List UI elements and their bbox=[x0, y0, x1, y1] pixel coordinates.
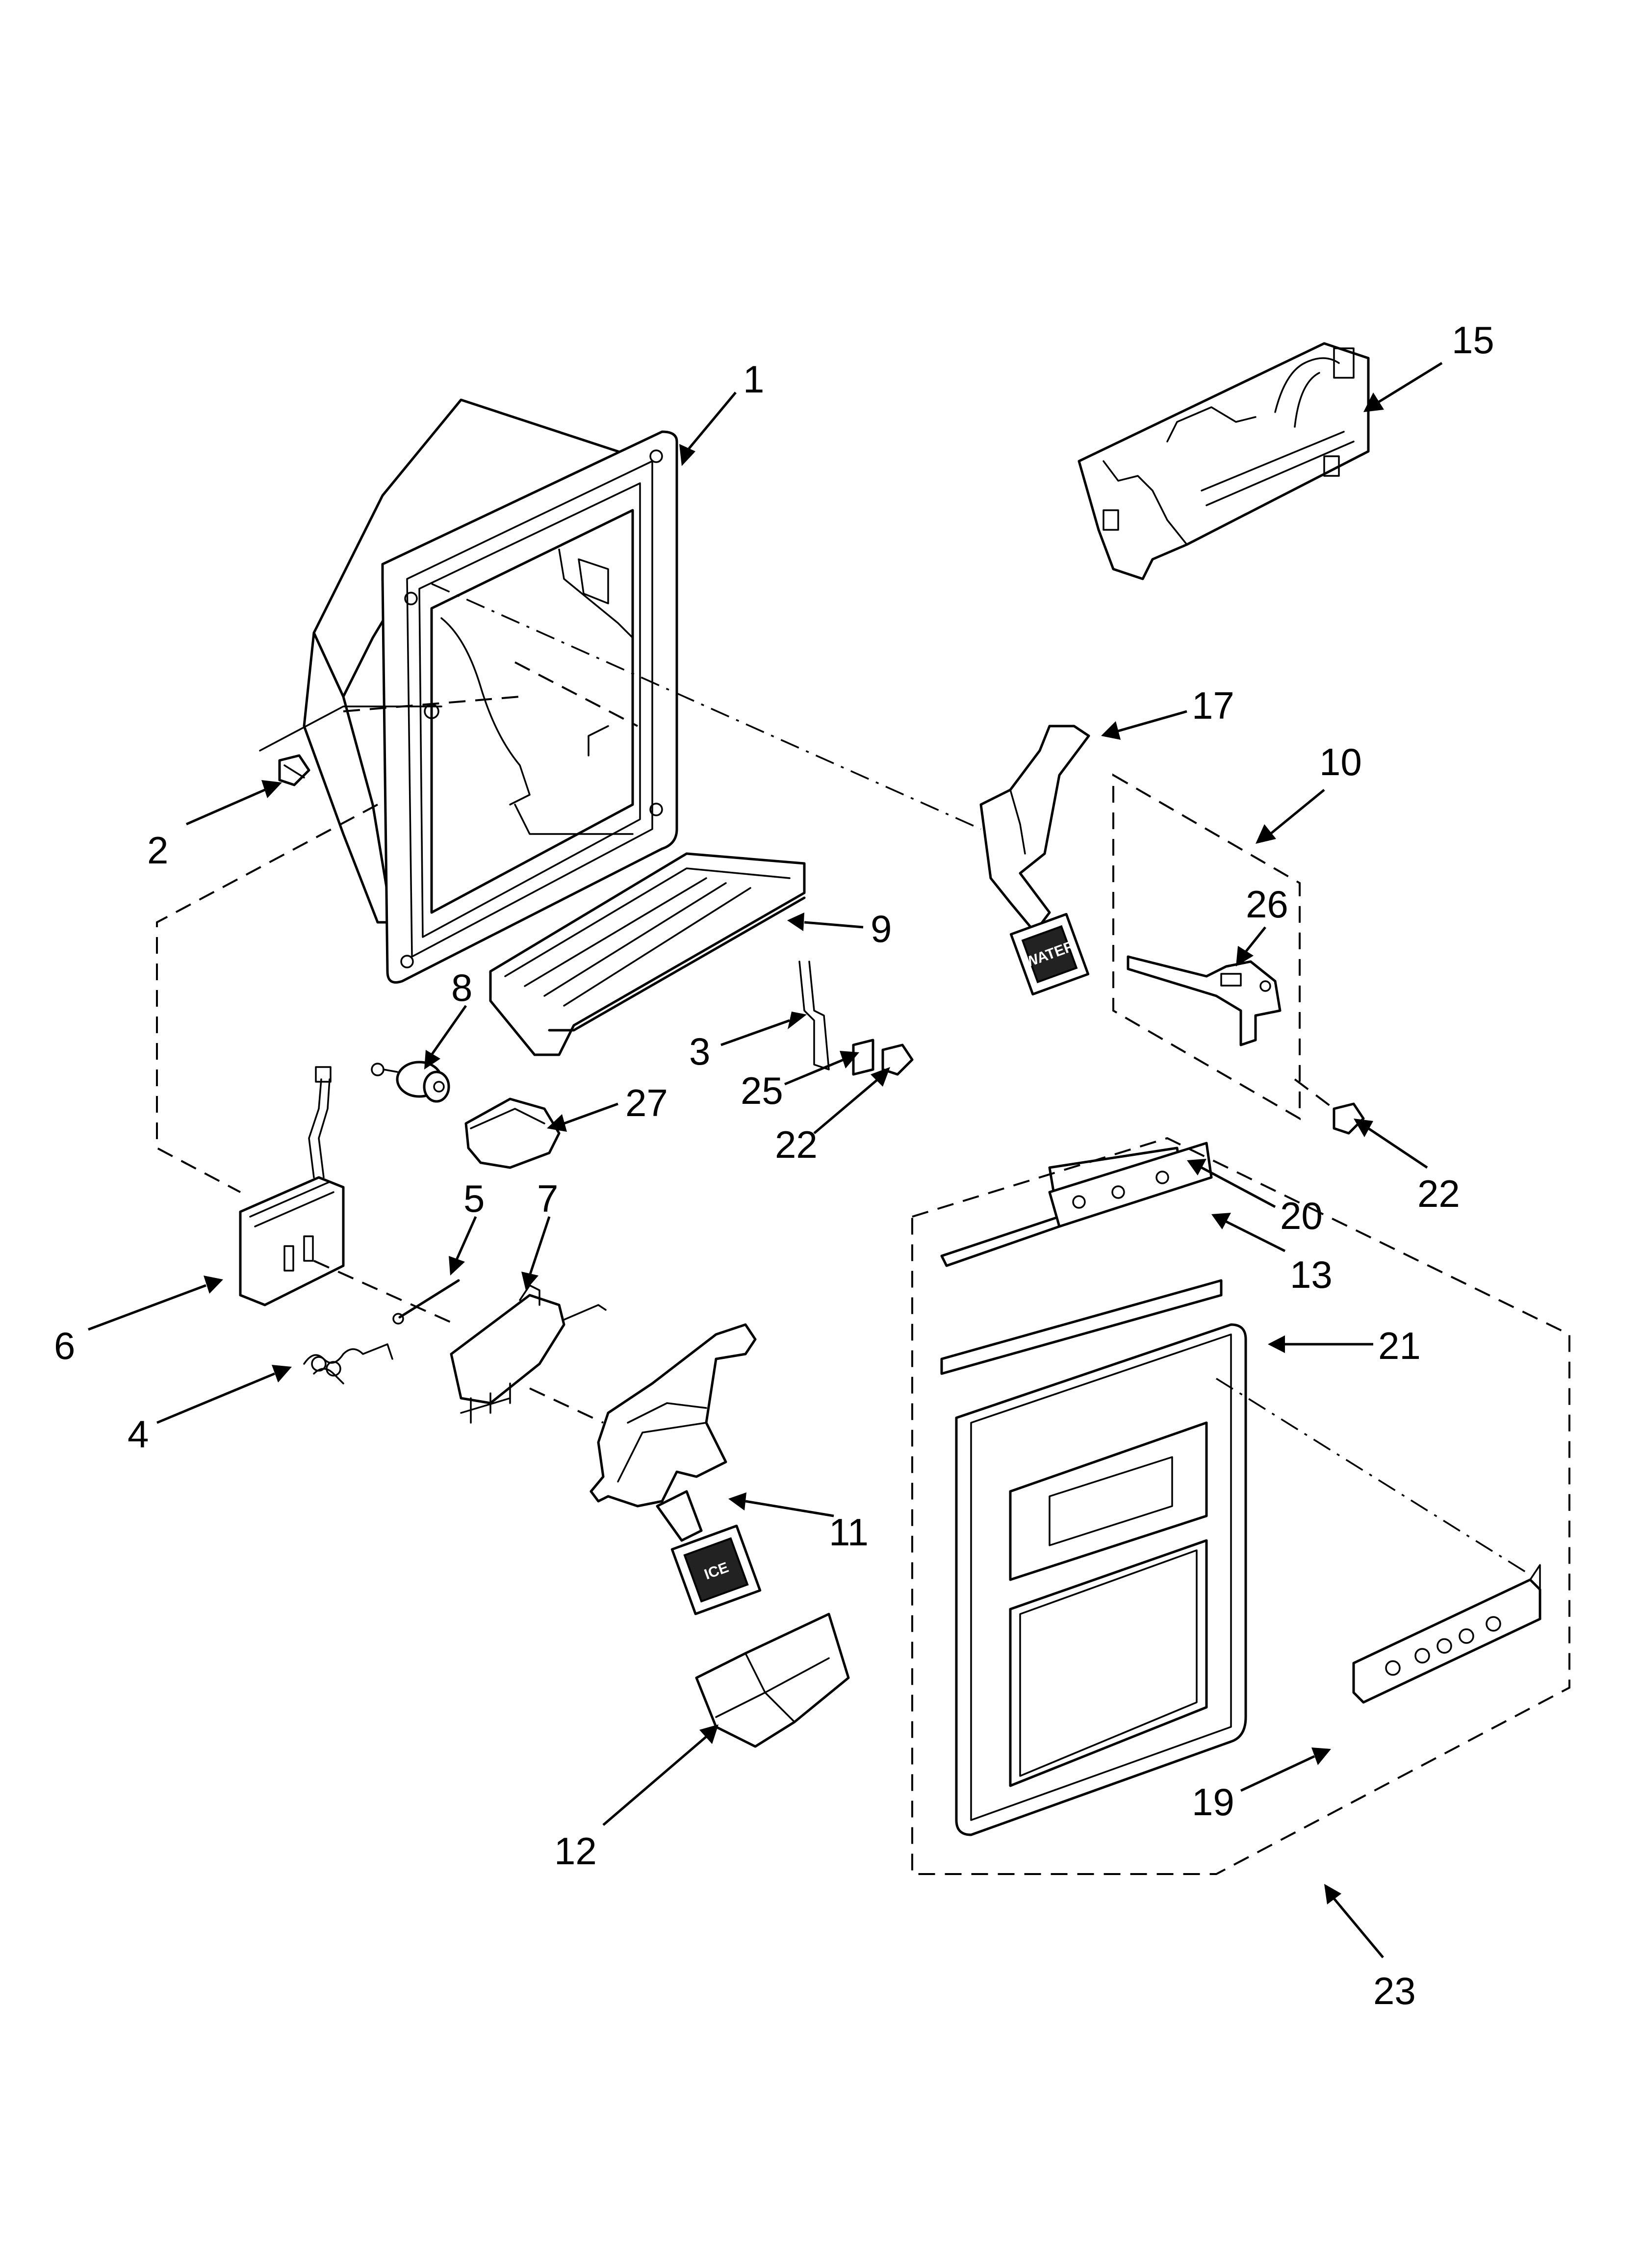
callout-20: 20 bbox=[1280, 1194, 1323, 1237]
callout-1: 1 bbox=[743, 358, 764, 401]
callout-19: 19 bbox=[1192, 1780, 1234, 1824]
part-9-tray bbox=[489, 852, 806, 1056]
callout-22-right: 22 bbox=[1417, 1172, 1460, 1215]
callout-21: 21 bbox=[1378, 1324, 1421, 1367]
part-1-dispenser-housing bbox=[259, 398, 678, 984]
part-12-chute bbox=[695, 1613, 850, 1748]
callout-4: 4 bbox=[128, 1412, 149, 1456]
callout-23: 23 bbox=[1373, 1969, 1416, 2012]
part-17-water-paddle: WATER bbox=[979, 725, 1090, 996]
callout-25: 25 bbox=[741, 1069, 783, 1112]
part-27-cover bbox=[464, 1097, 561, 1169]
callout-6: 6 bbox=[54, 1324, 75, 1367]
callout-17: 17 bbox=[1192, 684, 1234, 727]
part-15-control-box bbox=[1078, 342, 1370, 580]
callout-9: 9 bbox=[871, 907, 892, 950]
part-25-plate bbox=[852, 1039, 874, 1076]
callout-13: 13 bbox=[1290, 1253, 1333, 1296]
part-6-switch-housing bbox=[239, 1066, 345, 1306]
part-20-switch-board bbox=[940, 1142, 1213, 1267]
callout-7: 7 bbox=[537, 1177, 558, 1220]
callout-labels: 1 2 15 17 10 9 26 8 3 25 27 22 22 5 7 20… bbox=[54, 318, 1494, 2012]
callout-3: 3 bbox=[689, 1030, 710, 1073]
callout-15: 15 bbox=[1452, 318, 1494, 362]
callout-22-center: 22 bbox=[775, 1123, 818, 1166]
part-21-front-panel bbox=[955, 1323, 1247, 1836]
part-11-ice-paddle: ICE bbox=[590, 1323, 762, 1616]
callout-12: 12 bbox=[554, 1829, 597, 1873]
part-22-screw-right bbox=[1333, 1102, 1365, 1135]
part-3-clip bbox=[798, 961, 830, 1070]
callout-11: 11 bbox=[829, 1511, 869, 1554]
part-13-strip bbox=[940, 1279, 1223, 1375]
callout-26: 26 bbox=[1246, 883, 1288, 926]
part-7-switch-bracket bbox=[450, 1284, 607, 1424]
part-2-screw bbox=[278, 754, 310, 786]
callout-leaders bbox=[88, 362, 1443, 1958]
callout-5: 5 bbox=[463, 1177, 485, 1220]
part-19-control-overlay bbox=[1352, 1564, 1541, 1704]
reference-lines bbox=[156, 583, 1570, 1875]
part-5-pin bbox=[392, 1279, 460, 1325]
callout-27: 27 bbox=[625, 1081, 668, 1124]
callout-2: 2 bbox=[147, 829, 168, 872]
part-26-actuator bbox=[1127, 955, 1282, 1046]
part-4-spring bbox=[303, 1343, 393, 1384]
callout-10: 10 bbox=[1319, 740, 1362, 783]
part-8-solenoid bbox=[371, 1061, 450, 1103]
callout-8: 8 bbox=[451, 966, 472, 1009]
